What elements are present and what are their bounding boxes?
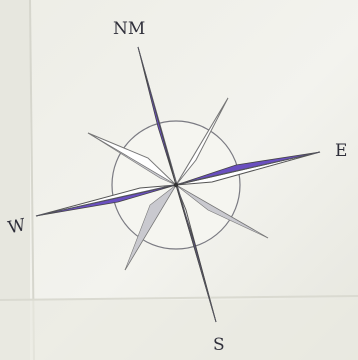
label-south: S xyxy=(213,335,225,355)
bottom-shelf-band xyxy=(0,300,358,360)
center-dot xyxy=(174,183,178,187)
label-east: E xyxy=(335,141,347,161)
label-north: NM xyxy=(113,19,145,39)
